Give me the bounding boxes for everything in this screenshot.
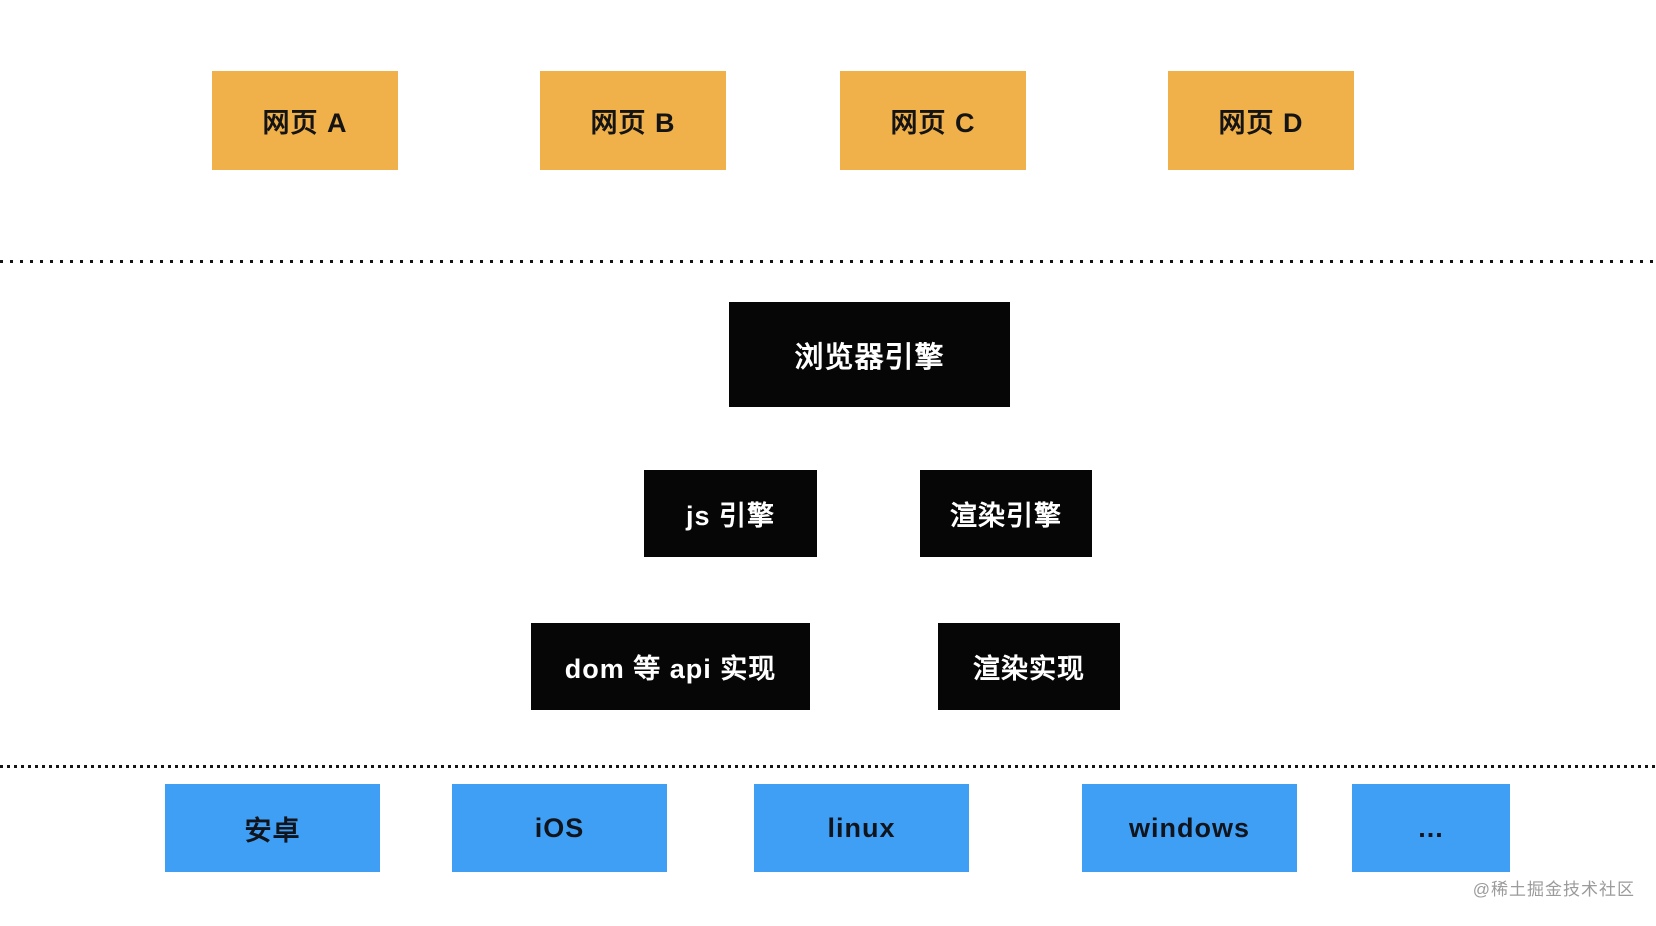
dom-api-implementation-box: dom 等 api 实现: [531, 623, 810, 710]
platform-ellipsis-box: ...: [1352, 784, 1510, 872]
render-implementation-box: 渲染实现: [938, 623, 1120, 710]
dotted-separator-top: [0, 260, 1656, 263]
juejin-watermark: @稀土掘金技术社区: [1472, 880, 1635, 899]
js-engine-box: js 引擎: [644, 470, 817, 557]
dotted-separator-bottom: [0, 765, 1656, 768]
platform-ios-box: iOS: [452, 784, 667, 872]
platform-linux-box: linux: [754, 784, 969, 872]
browser-engine-box: 浏览器引擎: [729, 302, 1010, 407]
webpage-b-box: 网页 B: [540, 71, 726, 170]
webpage-c-box: 网页 C: [840, 71, 1026, 170]
webpage-a-box: 网页 A: [212, 71, 398, 170]
webpage-d-box: 网页 D: [1168, 71, 1354, 170]
platform-windows-box: windows: [1082, 784, 1297, 872]
render-engine-box: 渲染引擎: [920, 470, 1092, 557]
platform-android-box: 安卓: [165, 784, 380, 872]
